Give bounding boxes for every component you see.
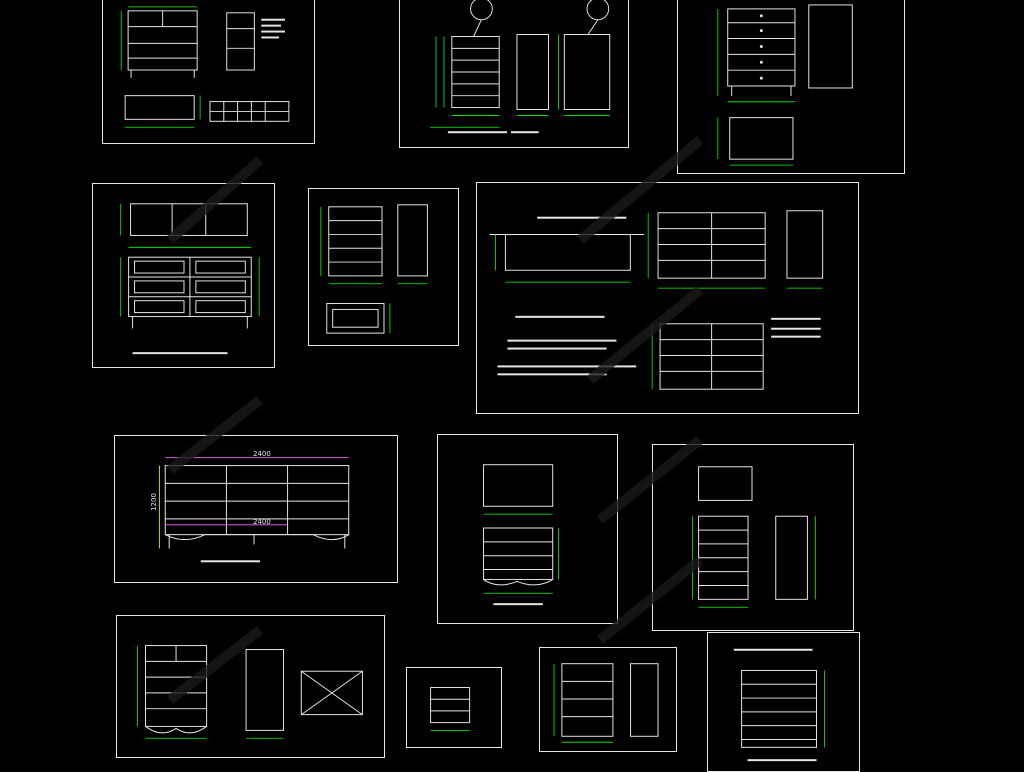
- six-drawer-chest-drawing: [733, 648, 825, 762]
- drawing-sheet-4: [92, 183, 275, 368]
- dimension-label-left: 1200: [149, 493, 158, 511]
- sideboard-drawing: [120, 203, 260, 355]
- media-console-drawing: [489, 210, 824, 390]
- drawing-sheet-6: [476, 182, 859, 414]
- dimension-label-mid: 2400: [253, 518, 271, 526]
- drawing-sheet-13: [707, 632, 860, 772]
- drawing-sheet-9: [652, 444, 854, 631]
- drawing-sheet-7: 2400 1200 2400: [114, 435, 398, 583]
- drawing-sheet-10: [116, 615, 385, 758]
- nightstand-drawing: [482, 464, 560, 606]
- chest-of-drawers-drawing: [430, 0, 611, 134]
- drawing-sheet-8: [437, 434, 618, 624]
- drawing-sheet-1: [102, 0, 315, 144]
- drawing-sheet-5: [308, 188, 459, 346]
- small-nightstand-drawing: [430, 687, 471, 731]
- drawing-sheet-11: [406, 667, 502, 748]
- drawing-sheet-12: [539, 647, 677, 752]
- dresser-elevation-drawing: [120, 6, 290, 128]
- drawing-sheet-3: [677, 0, 905, 174]
- tall-dresser-drawing: [717, 4, 853, 166]
- carved-chest-drawing: [137, 645, 363, 739]
- five-drawer-chest-drawing: [320, 204, 428, 334]
- tall-chest-drawing: [692, 466, 816, 608]
- drawing-sheet-2: [399, 0, 629, 148]
- open-shelf-drawing: [553, 663, 659, 743]
- dimension-label-top: 2400: [253, 450, 271, 458]
